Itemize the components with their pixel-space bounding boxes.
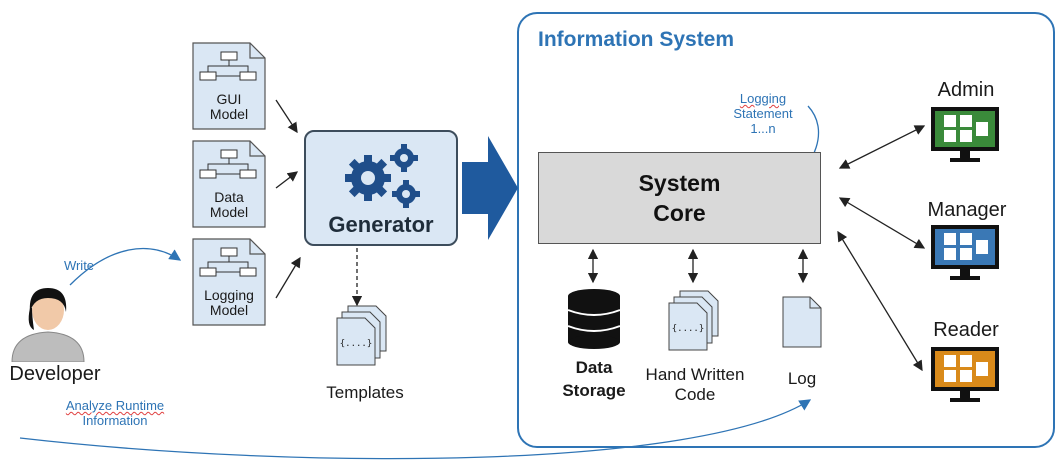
manager-label: Manager bbox=[927, 199, 1007, 221]
developer-avatar-icon bbox=[11, 288, 85, 362]
core-reader-arrow bbox=[837, 230, 923, 372]
gui-to-generator-arrow bbox=[275, 99, 298, 134]
manager-monitor-icon bbox=[931, 225, 999, 280]
templates-glyph: {....} bbox=[340, 339, 373, 349]
data-to-generator-arrow bbox=[275, 171, 299, 189]
handwritten-glyph: {....} bbox=[672, 324, 705, 334]
admin-monitor-icon bbox=[931, 107, 999, 162]
templates-stack-icon: {....} bbox=[336, 305, 387, 366]
analyze-runtime-arrow bbox=[19, 399, 812, 460]
document-icon bbox=[192, 42, 266, 130]
document-icon bbox=[192, 238, 266, 326]
write-note: Write bbox=[63, 258, 95, 273]
core-admin-arrow bbox=[838, 125, 926, 169]
data-model-doc bbox=[192, 140, 266, 228]
logging-to-generator-arrow bbox=[275, 256, 301, 299]
gui-model-doc bbox=[192, 42, 266, 130]
analyze-runtime-note: Analyze Runtime Information bbox=[65, 398, 165, 428]
reader-monitor-icon bbox=[931, 347, 999, 402]
logging-statement-note: Logging Statement 1...n bbox=[733, 91, 793, 136]
log-document-icon bbox=[782, 296, 822, 348]
admin-label: Admin bbox=[937, 79, 995, 101]
write-arrow bbox=[69, 248, 182, 286]
generator-label: Generator bbox=[328, 212, 434, 237]
information-system-frame bbox=[517, 12, 1055, 448]
information-system-title: Information System bbox=[538, 28, 735, 51]
log-label: Log bbox=[787, 369, 817, 388]
database-icon bbox=[567, 289, 621, 349]
logging-model-doc bbox=[192, 238, 266, 326]
developer-label: Developer bbox=[9, 363, 101, 385]
reader-label: Reader bbox=[933, 319, 999, 341]
generator-box: Generator bbox=[304, 130, 458, 246]
generation-big-arrow bbox=[462, 136, 518, 240]
gears-icon bbox=[345, 144, 420, 208]
document-icon bbox=[192, 140, 266, 228]
templates-label: Templates bbox=[326, 383, 404, 402]
handwritten-code-stack-icon: {....} bbox=[668, 290, 719, 351]
